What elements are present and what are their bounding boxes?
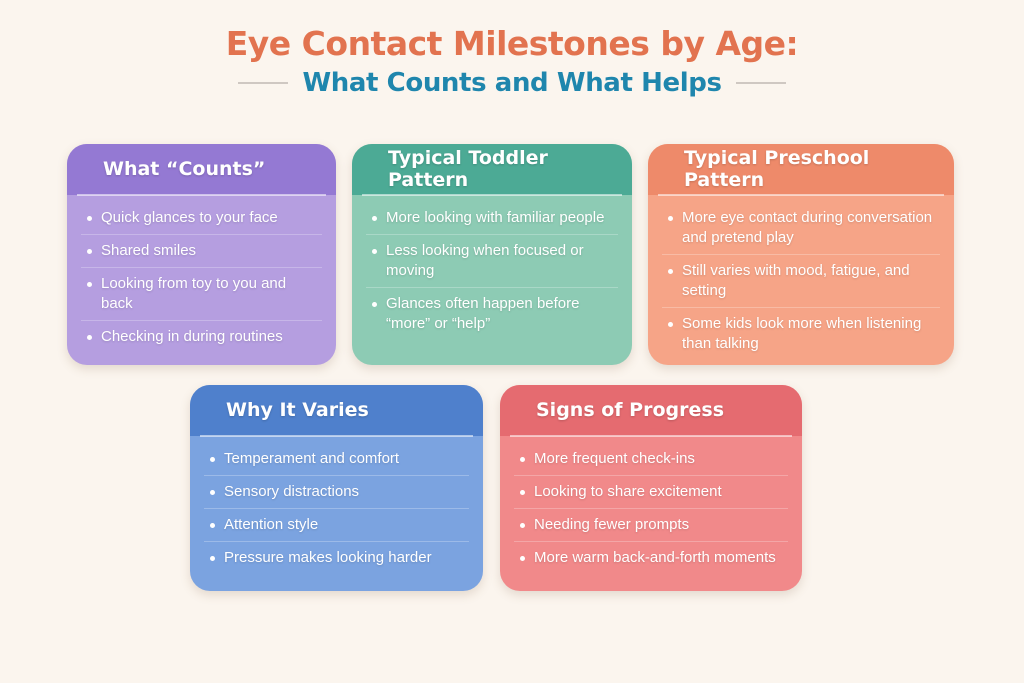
list-item: Still varies with mood, fatigue, and set… (662, 255, 940, 308)
list-item: More eye contact during conversation and… (662, 202, 940, 255)
bullet-list: Quick glances to your face Shared smiles… (67, 196, 336, 353)
card-title: Typical Preschool Pattern (658, 144, 944, 196)
bullet-list: Temperament and comfort Sensory distract… (190, 437, 483, 574)
divider-left (238, 82, 289, 84)
list-item: Needing fewer prompts (514, 509, 788, 542)
list-item: Glances often happen before “more” or “h… (366, 288, 618, 340)
card-title: What “Counts” (77, 144, 326, 196)
bullet-list: More frequent check-ins Looking to share… (500, 437, 802, 574)
list-item: More looking with familiar people (366, 202, 618, 235)
divider-right (735, 82, 786, 84)
list-item: More frequent check-ins (514, 443, 788, 476)
card-title: Typical Toddler Pattern (362, 144, 622, 196)
list-item: Shared smiles (81, 235, 322, 268)
card-preschool-pattern: Typical Preschool Pattern More eye conta… (648, 144, 954, 365)
card-why-it-varies: Why It Varies Temperament and comfort Se… (190, 385, 483, 591)
list-item: Less looking when focused or moving (366, 235, 618, 288)
card-toddler-pattern: Typical Toddler Pattern More looking wit… (352, 144, 632, 365)
card-what-counts: What “Counts” Quick glances to your face… (67, 144, 336, 365)
list-item: Looking to share excitement (514, 476, 788, 509)
subtitle-row: What Counts and What Helps (0, 68, 1024, 98)
card-title: Why It Varies (200, 385, 473, 437)
page-title: Eye Contact Milestones by Age: (225, 24, 799, 63)
list-item: Temperament and comfort (204, 443, 469, 476)
page-subtitle: What Counts and What Helps (302, 68, 722, 98)
list-item: Looking from toy to you and back (81, 268, 322, 321)
card-title: Signs of Progress (510, 385, 792, 437)
bullet-list: More eye contact during conversation and… (648, 196, 954, 360)
list-item: Pressure makes looking harder (204, 542, 469, 574)
list-item: Attention style (204, 509, 469, 542)
card-signs-of-progress: Signs of Progress More frequent check-in… (500, 385, 802, 591)
bullet-list: More looking with familiar people Less l… (352, 196, 632, 340)
list-item: Sensory distractions (204, 476, 469, 509)
list-item: Quick glances to your face (81, 202, 322, 235)
list-item: More warm back-and-forth moments (514, 542, 788, 574)
list-item: Checking in during routines (81, 321, 322, 353)
list-item: Some kids look more when listening than … (662, 308, 940, 360)
